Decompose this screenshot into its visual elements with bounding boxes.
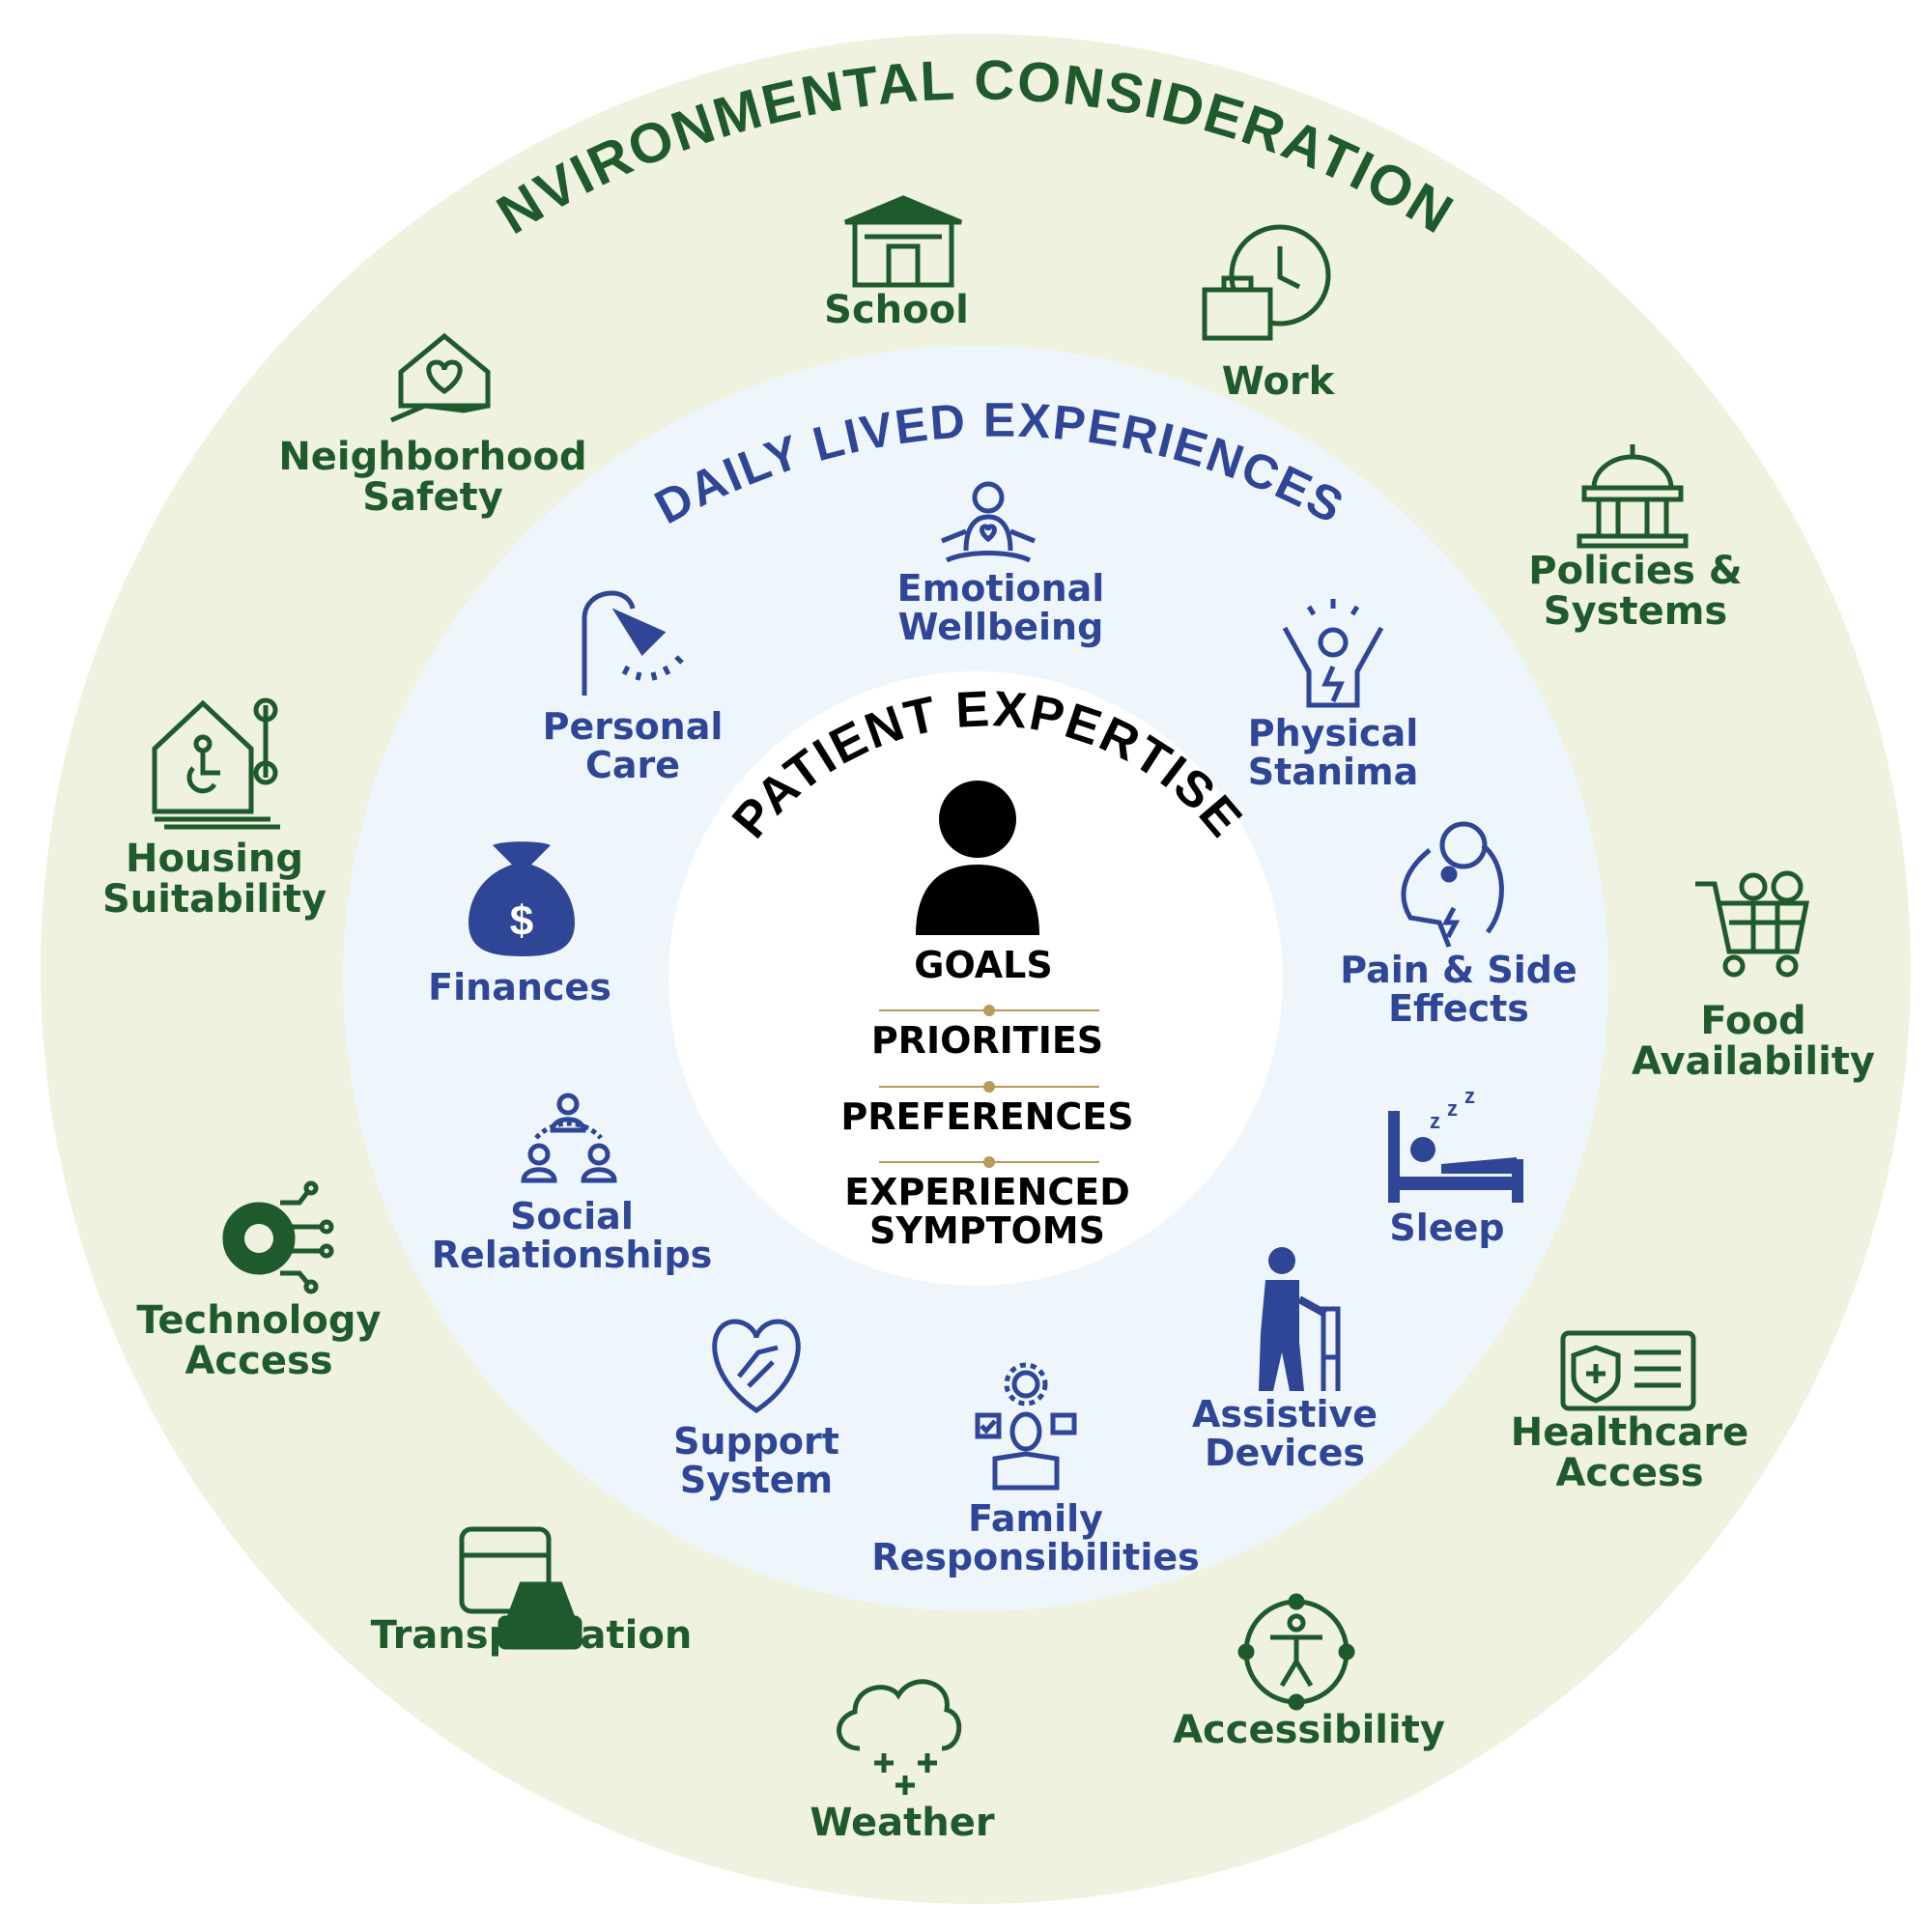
insurance-card-icon [1560, 1330, 1696, 1411]
dle-label-finances: Finances [428, 966, 611, 1009]
svg-text:$: $ [510, 897, 533, 945]
shoulder-pain-icon [1401, 821, 1504, 948]
env-label-school: School [824, 288, 969, 332]
heart-handshake-icon [712, 1319, 801, 1413]
energized-person-icon [1282, 599, 1384, 708]
accessibility-icon [1237, 1593, 1355, 1711]
shopping-cart-icon [1695, 870, 1810, 978]
school-building-icon [844, 195, 962, 288]
center-item-priorities: PRIORITIES [870, 1019, 1104, 1062]
snow-cloud-icon [837, 1679, 962, 1795]
walker-icon [1259, 1247, 1341, 1391]
accessible-house-icon [152, 697, 280, 830]
svg-text:z: z [1430, 1109, 1440, 1133]
divider-2 [879, 1081, 1099, 1093]
center-disc [668, 671, 1283, 1286]
money-bag-icon: $ [469, 841, 575, 956]
gear-circuit-icon [222, 1180, 334, 1294]
meditation-icon [941, 481, 1036, 563]
person-icon [916, 781, 1039, 935]
env-label-accessibility: Accessibility [1173, 1708, 1445, 1752]
government-building-icon [1577, 444, 1689, 549]
house-heart-hand-icon [390, 332, 491, 423]
bus-car-icon [459, 1526, 582, 1650]
svg-text:z: z [1447, 1096, 1458, 1121]
social-network-icon [521, 1093, 617, 1183]
env-label-transportation: Transportation [370, 1613, 693, 1658]
shower-icon [582, 590, 684, 696]
env-label-policies: Policies &Systems [1528, 549, 1743, 634]
svg-text:z: z [1464, 1084, 1475, 1108]
divider-1 [879, 1005, 1099, 1016]
center-item-preferences: PREFERENCES [840, 1095, 1134, 1138]
multitask-person-icon [975, 1362, 1077, 1491]
briefcase-clock-icon [1202, 224, 1331, 341]
env-label-work: Work [1221, 359, 1335, 404]
dle-label-sleep: Sleep [1389, 1207, 1505, 1249]
env-label-weather: Weather [810, 1801, 995, 1845]
center-item-goals: GOALS [914, 944, 1053, 986]
divider-3 [879, 1156, 1099, 1168]
bed-icon: z z z [1388, 1084, 1523, 1203]
